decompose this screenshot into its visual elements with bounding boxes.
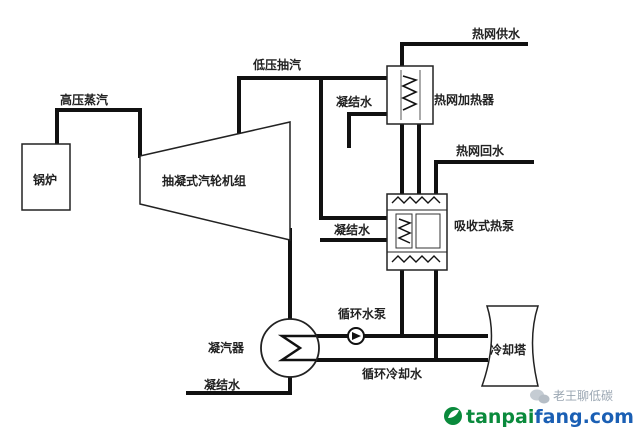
heating-return-pipe bbox=[434, 160, 534, 194]
label-hp-steam: 高压蒸汽 bbox=[60, 92, 108, 107]
hp-steam-pipe bbox=[55, 108, 142, 158]
heating-heater bbox=[386, 65, 434, 125]
label-heating-heater: 热网加热器 bbox=[434, 92, 495, 107]
condensate-bottom-pipe bbox=[186, 376, 292, 395]
label-condensate-bottom: 凝结水 bbox=[204, 377, 241, 392]
label-boiler: 锅炉 bbox=[33, 172, 57, 187]
watermark-author: 老王聊低碳 bbox=[553, 389, 613, 403]
label-lp-extraction: 低压抽汽 bbox=[252, 57, 301, 72]
label-circ-cooling-water: 循环冷却水 bbox=[362, 366, 423, 381]
label-heating-supply: 热网供水 bbox=[472, 26, 521, 41]
lp-extraction-pipe bbox=[237, 76, 387, 134]
label-cooling-tower: 冷却塔 bbox=[490, 342, 527, 357]
label-condenser: 凝汽器 bbox=[208, 340, 245, 355]
label-condensate-mid: 凝结水 bbox=[334, 222, 371, 237]
absorption-heat-pump bbox=[386, 193, 448, 271]
lp-to-heatpump-pipe bbox=[319, 78, 387, 220]
watermark-site: tanpaifang.com bbox=[466, 406, 634, 428]
label-circ-pump: 循环水泵 bbox=[338, 306, 386, 321]
circ-pump bbox=[347, 327, 365, 345]
wechat-icon bbox=[530, 389, 550, 404]
label-turbine: 抽凝式汽轮机组 bbox=[162, 173, 246, 188]
condensate-top-pipe bbox=[347, 112, 387, 148]
condenser bbox=[260, 318, 320, 378]
label-condensate-top: 凝结水 bbox=[336, 94, 373, 109]
heating-supply-pipe bbox=[400, 42, 528, 68]
label-absorption-hp: 吸收式热泵 bbox=[454, 218, 514, 233]
watermark: 老王聊低碳 tanpaifang.com bbox=[444, 389, 634, 428]
label-heating-return: 热网回水 bbox=[456, 143, 505, 158]
tanpaifang-logo-icon bbox=[444, 407, 462, 425]
boiler-box bbox=[21, 143, 71, 211]
turbine-shape bbox=[139, 121, 291, 241]
cooling-tower-shape bbox=[480, 305, 540, 387]
